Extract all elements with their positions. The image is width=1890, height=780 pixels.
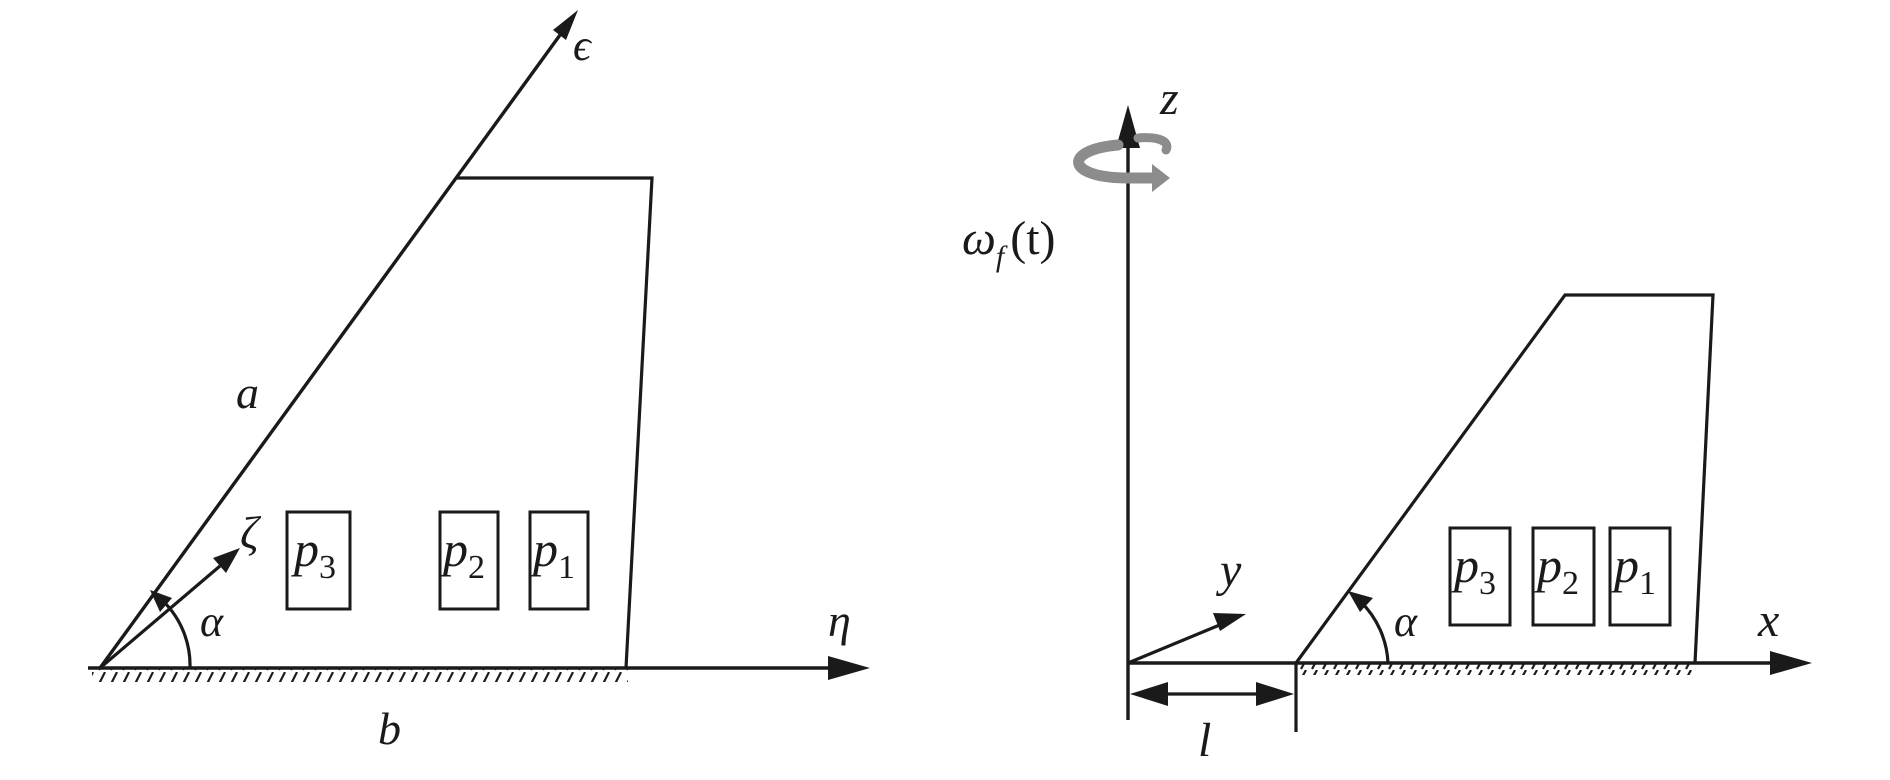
omega-label: ωf(t) xyxy=(962,212,1056,273)
left-eta-label: η xyxy=(828,595,851,646)
right-y-label: y xyxy=(1215,544,1242,597)
left-plate-outline xyxy=(457,176,654,669)
left-eta-arrowhead xyxy=(828,656,870,680)
right-ground-hatching xyxy=(1296,664,1692,675)
right-z-label: z xyxy=(1159,72,1179,125)
left-angle-arc xyxy=(161,599,192,669)
left-panel: ϵ η ζ a b α p3 p2 p1 xyxy=(88,10,870,754)
left-angle-label: α xyxy=(200,597,224,646)
right-plate-outline xyxy=(1294,293,1715,664)
right-patch-p3 xyxy=(1448,526,1512,627)
left-patch-p2-label: p2 xyxy=(440,521,485,586)
right-angle-arc xyxy=(1358,599,1390,664)
left-side-a-label: a xyxy=(236,367,259,418)
left-patch-p3 xyxy=(285,510,352,611)
left-epsilon-axis xyxy=(98,34,562,669)
left-ground-hatching xyxy=(92,669,628,682)
right-y-arrowhead xyxy=(1213,613,1246,631)
left-patch-p1-label: p1 xyxy=(530,521,575,586)
left-epsilon-label: ϵ xyxy=(573,21,593,70)
left-epsilon-arrowhead xyxy=(553,10,578,40)
left-patch-p1 xyxy=(528,510,590,611)
right-patch-p1 xyxy=(1608,526,1672,627)
left-angle-arrowhead xyxy=(150,590,172,612)
right-offset-label: l xyxy=(1198,714,1211,767)
left-zeta-arrowhead xyxy=(213,548,240,573)
right-x-arrowhead xyxy=(1770,651,1812,675)
left-patch-p3-label: p3 xyxy=(291,521,336,586)
right-patch-p2-label: p2 xyxy=(1534,537,1579,602)
right-panel: z x y l α ωf(t) p3 p2 p1 xyxy=(962,72,1812,767)
right-patch-p3-label: p3 xyxy=(1451,537,1496,602)
left-zeta-label: ζ xyxy=(240,507,262,558)
right-offset-arrowhead-left xyxy=(1130,682,1168,706)
left-zeta-axis xyxy=(98,564,222,670)
right-patch-p2 xyxy=(1531,526,1596,627)
right-x-label: x xyxy=(1757,594,1779,647)
right-angle-label: α xyxy=(1394,597,1418,646)
right-y-axis xyxy=(1127,622,1223,665)
left-side-b-label: b xyxy=(378,703,401,754)
left-patch-p2 xyxy=(438,510,500,611)
rotation-arrow-icon xyxy=(1073,133,1172,192)
right-offset-arrowhead-right xyxy=(1256,682,1294,706)
right-patch-p1-label: p1 xyxy=(1611,537,1656,602)
right-angle-arrowhead xyxy=(1348,591,1373,612)
